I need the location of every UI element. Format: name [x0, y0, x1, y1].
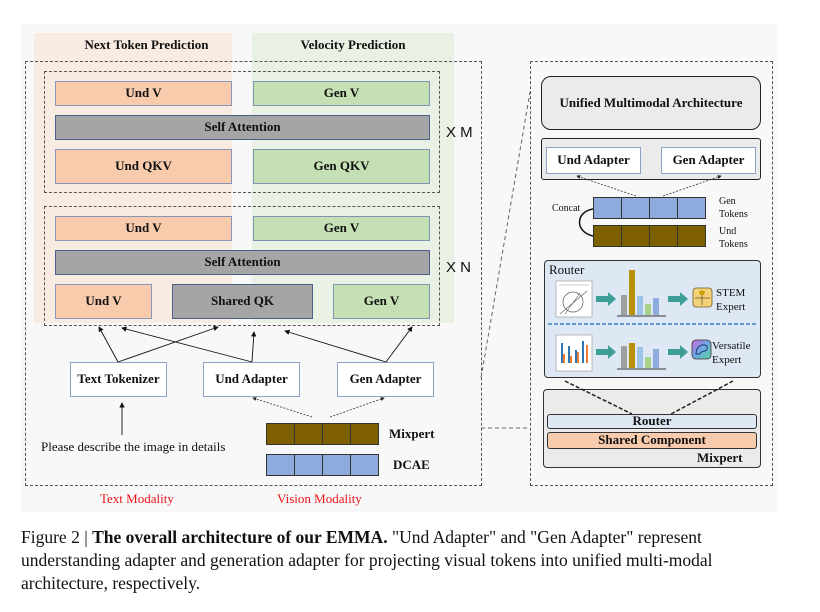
dcae-tokens — [266, 454, 379, 476]
mixpert-tokens-label: Mixpert — [389, 426, 435, 441]
next-token-prediction-title: Next Token Prediction — [84, 37, 209, 52]
right-gen-adapter: Gen Adapter — [661, 147, 756, 174]
arrow-und-adapter-to-und — [121, 326, 253, 363]
repeat-n-label: X N — [446, 259, 472, 276]
versatile-expert-arrow-icon — [668, 345, 688, 359]
block-n-und-v-bottom: Und V — [55, 284, 152, 319]
unified-architecture-box: Unified Multimodal Architecture — [541, 76, 761, 130]
und-tokens-label: Und Tokens — [719, 226, 748, 250]
caption-prefix: Figure 2 | — [21, 527, 93, 547]
arrow-text-to-shared — [117, 325, 219, 363]
router-to-mixpert-right — [670, 380, 734, 415]
stem-expert-arrow-icon — [668, 292, 688, 306]
caption-body: "Und Adapter" and "Gen Adapter" represen… — [21, 527, 713, 593]
block-m-self-attention: Self Attention — [55, 115, 430, 140]
block-m-frame — [44, 71, 440, 193]
mixpert-router: Router — [547, 413, 757, 429]
und-tokens-row — [593, 225, 706, 247]
gen-tokens-row — [593, 197, 706, 219]
arrow-gen-adapter-to-shared — [284, 329, 387, 363]
zoom-connector-diagonal — [480, 91, 531, 379]
dcae-tokens-label: DCAE — [393, 457, 430, 472]
caption-title: The overall architecture of our EMMA. — [92, 527, 388, 547]
block-n-self-attention: Self Attention — [55, 250, 430, 275]
text-tokenizer-box: Text Tokenizer — [70, 362, 167, 397]
concat-bracket — [578, 208, 594, 237]
mixpert-tokens — [266, 423, 379, 445]
versatile-route-arrow-icon — [596, 345, 616, 359]
arrow-text-to-und — [98, 326, 119, 363]
arrow-tokens-to-und-adapter — [252, 397, 313, 418]
right-detail-frame — [530, 61, 773, 486]
right-und-adapter: Und Adapter — [546, 147, 641, 174]
block-n-shared-qk: Shared QK — [172, 284, 313, 319]
stem-expert-icon — [692, 287, 713, 308]
block-m-und-v: Und V — [55, 81, 232, 106]
arrow-tokens-to-gen-adapter — [329, 397, 385, 418]
arrow-und-adapter-to-shared — [251, 331, 257, 363]
arrow-gen-adapter-to-gen — [385, 326, 413, 363]
versatile-thumbnail — [555, 334, 593, 372]
block-m-gen-v: Gen V — [253, 81, 430, 106]
block-n-und-v-top: Und V — [55, 216, 232, 241]
mixpert-box-label: Mixpert — [697, 450, 743, 465]
stem-router-bars — [617, 270, 666, 317]
repeat-m-label: X M — [446, 124, 473, 141]
stem-route-arrow-icon — [596, 292, 616, 306]
versatile-router-bars — [617, 343, 666, 370]
text-modality-label: Text Modality — [100, 491, 174, 506]
versatile-expert-icon — [691, 339, 712, 360]
arrow-concat-to-gen-adapter — [662, 175, 722, 197]
versatile-expert-label: Versatile Expert — [712, 340, 751, 366]
shared-component: Shared Component — [547, 432, 757, 449]
concat-label: Concat — [552, 203, 581, 214]
router-panel-title: Router — [549, 262, 585, 277]
und-adapter-box: Und Adapter — [203, 362, 300, 397]
figure-caption: Figure 2 | The overall architecture of o… — [21, 526, 801, 595]
gen-adapter-box: Gen Adapter — [337, 362, 434, 397]
block-n-gen-v-top: Gen V — [253, 216, 430, 241]
router-to-mixpert-left — [564, 380, 633, 415]
block-n-gen-v-bottom: Gen V — [333, 284, 430, 319]
left-architecture-frame — [25, 61, 482, 486]
block-m-und-qkv: Und QKV — [55, 149, 232, 184]
block-n-frame — [44, 206, 440, 326]
velocity-prediction-title: Velocity Prediction — [300, 37, 406, 52]
arrow-concat-to-und-adapter — [576, 175, 637, 197]
vision-modality-label: Vision Modality — [277, 491, 362, 506]
prompt-text: Please describe the image in details — [41, 439, 226, 454]
stem-thumbnail — [555, 280, 593, 318]
block-m-gen-qkv: Gen QKV — [253, 149, 430, 184]
stem-expert-label: STEM Expert — [716, 287, 746, 313]
gen-tokens-label: Gen Tokens — [719, 196, 748, 220]
